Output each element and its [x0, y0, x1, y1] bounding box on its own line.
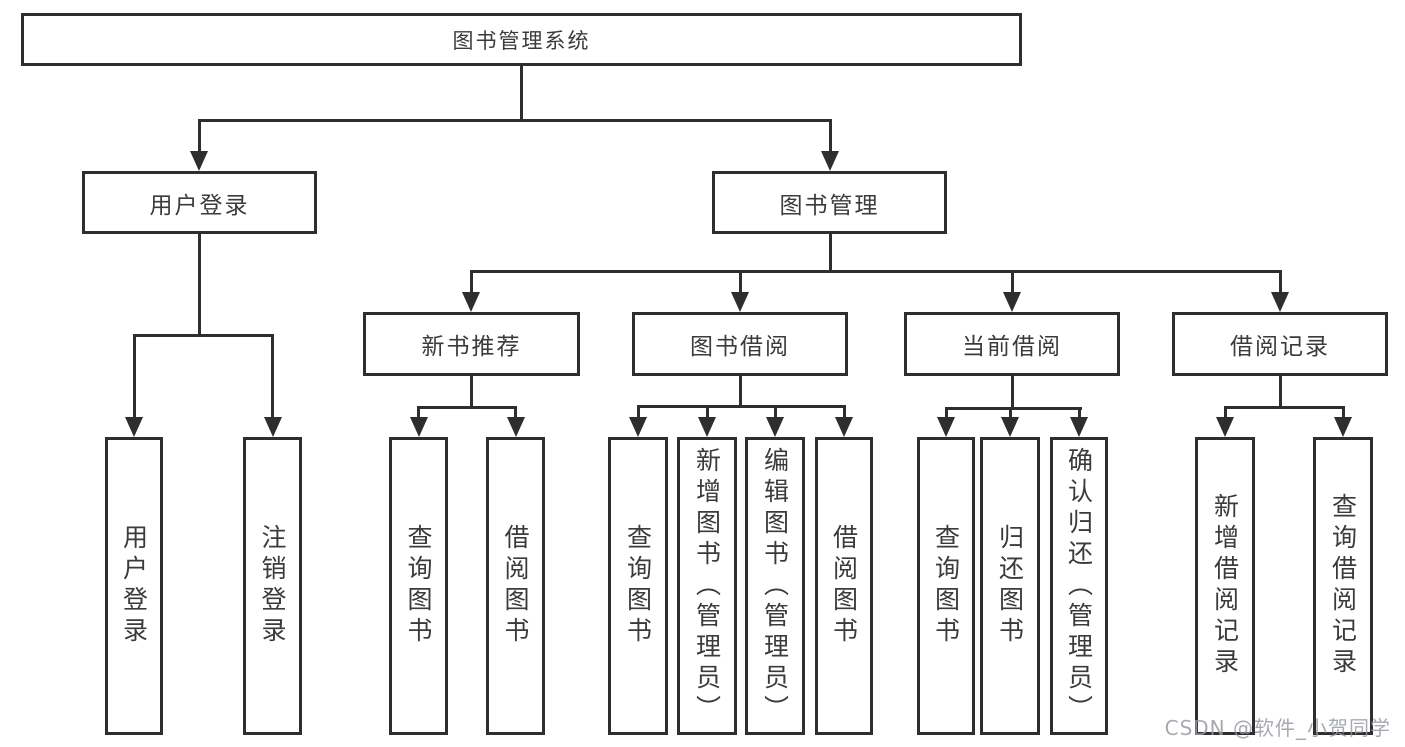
node-label: 用户登录 — [149, 192, 250, 219]
connector-arrow-shaft — [1278, 271, 1282, 292]
connector-arrow-shaft — [132, 335, 136, 417]
leaf-label: 新增借阅记录 — [1210, 493, 1240, 679]
connector-arrowhead — [190, 151, 208, 171]
connector-arrowhead — [506, 417, 525, 437]
node-borrow-records: 借阅记录 — [1172, 312, 1388, 376]
connector-arrowhead — [1070, 417, 1088, 437]
connector-book-borrow-horizontal — [636, 404, 846, 408]
connector-arrow-shaft — [773, 406, 777, 417]
connector-arrowhead — [1216, 417, 1234, 437]
leaf-add-book-admin: 新增图书（管理员） — [677, 437, 737, 735]
node-label: 当前借阅 — [962, 334, 1062, 360]
node-label: 图书管理 — [779, 192, 880, 219]
node-book-borrow: 图书借阅 — [632, 312, 848, 376]
connector-borrow-records-vertical — [1278, 376, 1282, 407]
connector-arrowhead — [1271, 292, 1289, 312]
connector-new-book-vertical — [469, 376, 473, 408]
connector-arrow-shaft — [1077, 408, 1081, 417]
node-user-login: 用户登录 — [82, 171, 317, 234]
connector-arrow-shaft — [469, 271, 473, 292]
leaf-logout: 注销登录 — [243, 437, 302, 735]
leaf-query-books-recommend: 查询图书 — [389, 437, 448, 735]
leaf-label: 查询借阅记录 — [1328, 493, 1358, 679]
node-label: 图书借阅 — [690, 334, 790, 360]
node-book-management: 图书管理 — [712, 171, 947, 234]
connector-level2-horizontal — [197, 118, 832, 122]
connector-arrow-shaft — [636, 406, 640, 417]
connector-arrow-shaft — [197, 119, 201, 152]
connector-root-vertical — [519, 66, 523, 120]
connector-arrow-shaft — [1341, 407, 1345, 417]
leaf-label: 查询图书 — [931, 524, 961, 648]
connector-arrow-shaft — [842, 406, 846, 417]
connector-arrowhead — [1001, 417, 1019, 437]
connector-arrowhead — [1003, 292, 1021, 312]
connector-arrowhead — [698, 417, 716, 437]
connector-book-borrow-vertical — [738, 376, 742, 406]
node-new-book-recommend: 新书推荐 — [363, 312, 580, 376]
leaf-label: 借阅图书 — [829, 524, 859, 648]
node-label: 新书推荐 — [421, 334, 522, 360]
connector-borrow-records-horizontal — [1223, 405, 1345, 409]
connector-arrow-shaft — [1008, 408, 1012, 417]
leaf-query-borrow-record: 查询借阅记录 — [1313, 437, 1373, 735]
connector-user-login-horizontal — [132, 333, 274, 337]
leaf-label: 注销登录 — [258, 524, 287, 648]
connector-arrowhead — [937, 417, 955, 437]
connector-arrow-shaft — [271, 335, 274, 417]
node-label: 借阅记录 — [1230, 334, 1330, 360]
connector-arrow-shaft — [828, 119, 832, 152]
connector-user-login-vertical — [197, 234, 201, 336]
connector-arrowhead — [835, 417, 853, 437]
connector-current-borrow-vertical — [1010, 376, 1014, 408]
node-label: 图书管理系统 — [452, 28, 591, 53]
connector-arrow-shaft — [738, 271, 742, 292]
leaf-return-book: 归还图书 — [980, 437, 1040, 735]
connector-arrowhead — [629, 417, 647, 437]
leaf-label: 归还图书 — [995, 524, 1025, 648]
connector-arrowhead — [409, 417, 428, 437]
connector-arrowhead — [125, 417, 143, 437]
leaf-edit-book-admin: 编辑图书（管理员） — [745, 437, 805, 735]
leaf-label: 借阅图书 — [501, 524, 530, 648]
leaf-label: 用户登录 — [119, 524, 149, 648]
leaf-label: 编辑图书（管理员） — [760, 446, 790, 726]
connector-arrowhead — [462, 292, 480, 312]
leaf-add-borrow-record: 新增借阅记录 — [1195, 437, 1255, 735]
connector-arrow-shaft — [417, 407, 420, 417]
connector-arrow-shaft — [1010, 271, 1014, 292]
leaf-query-books-current: 查询图书 — [917, 437, 975, 735]
leaf-label: 查询图书 — [623, 524, 653, 648]
leaf-label: 查询图书 — [404, 524, 433, 648]
connector-new-book-horizontal — [417, 405, 517, 409]
connector-arrowhead — [263, 417, 282, 437]
node-library-management-system: 图书管理系统 — [21, 13, 1022, 66]
connector-arrow-shaft — [944, 408, 948, 417]
connector-arrowhead — [766, 417, 784, 437]
connector-level3-horizontal — [469, 269, 1282, 273]
connector-arrow-shaft — [705, 406, 709, 417]
leaf-confirm-return-admin: 确认归还（管理员） — [1050, 437, 1108, 735]
leaf-label: 新增图书（管理员） — [692, 446, 722, 726]
leaf-borrow-books-recommend: 借阅图书 — [486, 437, 545, 735]
connector-arrowhead — [821, 151, 839, 171]
leaf-user-login: 用户登录 — [105, 437, 163, 735]
watermark: CSDN @软件_小贺同学 — [1164, 716, 1391, 740]
leaf-query-books-borrow: 查询图书 — [608, 437, 668, 735]
connector-arrow-shaft — [1223, 407, 1227, 417]
leaf-borrow-books: 借阅图书 — [815, 437, 873, 735]
node-current-borrow: 当前借阅 — [904, 312, 1120, 376]
connector-arrowhead — [1334, 417, 1352, 437]
connector-arrowhead — [731, 292, 749, 312]
connector-book-management-vertical — [828, 234, 832, 272]
connector-current-borrow-horizontal — [944, 406, 1082, 410]
connector-arrow-shaft — [514, 407, 517, 417]
leaf-label: 确认归还（管理员） — [1064, 446, 1094, 726]
